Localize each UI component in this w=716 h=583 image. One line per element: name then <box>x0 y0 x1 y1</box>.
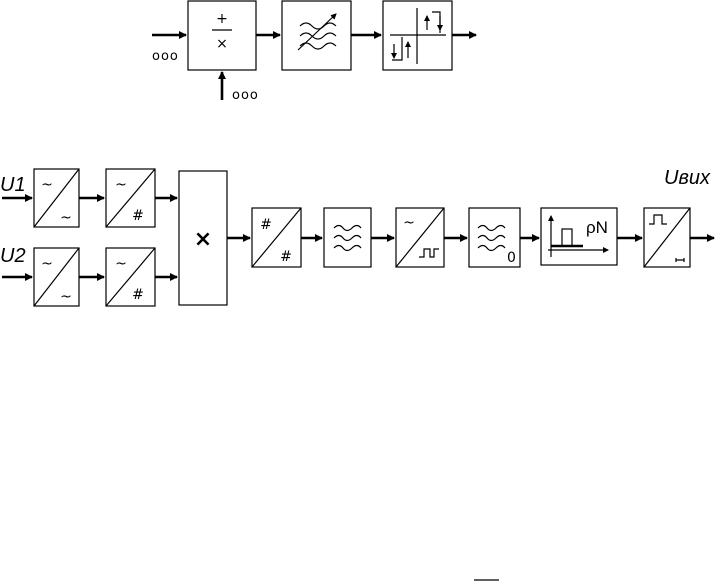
pulse-shaper-block: ~ <box>395 207 445 268</box>
tunable-filter-block <box>281 0 352 71</box>
svg-text:~: ~ <box>60 210 72 226</box>
top-input-dots-left: ooo <box>152 49 179 64</box>
sum-multiply-block: + × <box>187 0 257 71</box>
filter-0-subscript: 0 <box>507 250 516 266</box>
channel1-transformer-block: ~ ~ <box>33 168 80 228</box>
svg-text:~: ~ <box>115 256 127 272</box>
svg-text:~: ~ <box>115 177 127 193</box>
main-diagram: U1 U2 Uвих ~ ~ ~ # ~ ~ <box>0 167 715 307</box>
svg-text:#: # <box>132 287 144 303</box>
top-input-dots-bottom: ooo <box>232 88 259 103</box>
channel1-adc-block: ~ # <box>105 168 156 228</box>
svg-text:~: ~ <box>403 215 415 231</box>
comparator-block <box>382 0 453 71</box>
input-2-label: U2 <box>0 245 26 267</box>
digital-converter-block: # # <box>251 207 302 268</box>
plus-symbol: + <box>216 11 228 27</box>
multiplier-symbol: × <box>194 227 212 252</box>
svg-text:~: ~ <box>60 289 72 305</box>
multiplier-block: × <box>178 170 228 306</box>
top-diagram: ooo + × ooo <box>152 0 477 103</box>
svg-text:~: ~ <box>41 256 53 272</box>
times-symbol: × <box>216 36 228 52</box>
filter-0-block: 0 <box>468 207 521 268</box>
svg-text:~: ~ <box>41 177 53 193</box>
svg-text:#: # <box>132 208 144 224</box>
channel2-transformer-block: ~ ~ <box>33 247 80 307</box>
pulse-counter-block <box>643 207 691 268</box>
pn-label: ρN <box>586 218 608 237</box>
output-label: Uвих <box>664 167 711 189</box>
svg-text:#: # <box>260 217 272 233</box>
svg-text:#: # <box>280 249 292 265</box>
input-1-label: U1 <box>0 174 26 196</box>
channel2-adc-block: ~ # <box>105 247 156 307</box>
filter-block <box>323 207 372 268</box>
pn-comparator-block: ρN <box>540 207 618 266</box>
